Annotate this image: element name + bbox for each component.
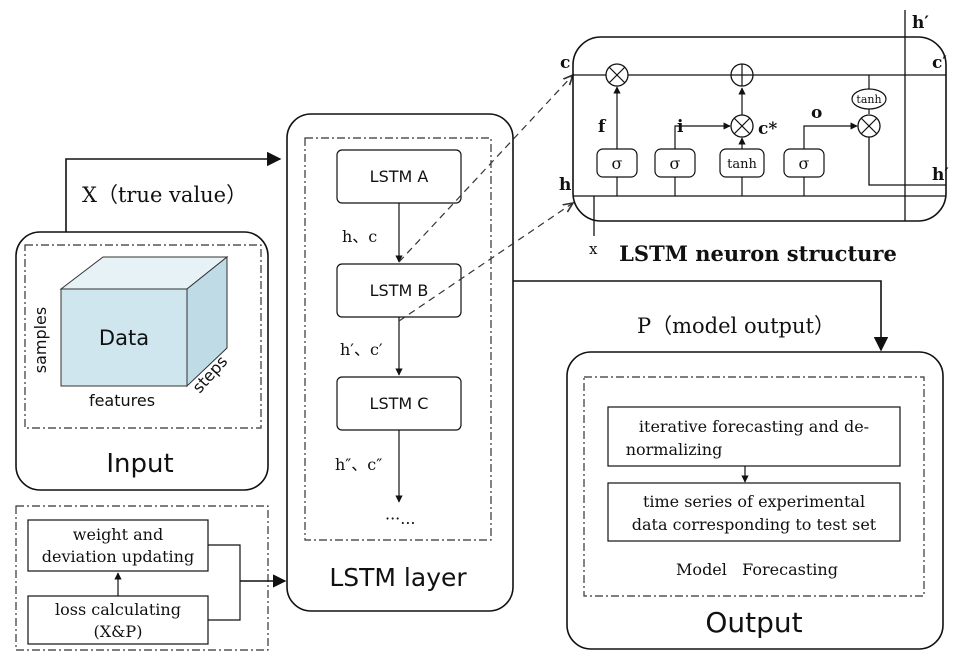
neuron-zoom-lines [398,75,573,322]
lstm-neuron-panel: σ σ tanh σ t [559,10,949,258]
forecast-box-2-line2: data corresponding to test set [632,515,877,534]
tanh-gate-label: tanh [727,157,757,172]
state-label-3: h″、c″ [335,455,382,474]
lstm-cell-c-label: LSTM C [370,394,429,413]
loss-calc-line1: loss calculating [55,600,181,619]
label-c: c [560,53,570,73]
forecast-box-2 [607,482,901,542]
forecast-box-1-line1: iterative forecasting and de- [639,417,869,436]
state-label-1: h、c [342,227,377,246]
weight-update-box [27,519,209,572]
label-f: f [598,117,607,137]
label-o: o [811,103,822,123]
lstm-layer-title: LSTM layer [329,563,467,592]
data-cube [59,255,229,388]
weight-update-line1: weight and [73,525,163,544]
x-true-value-label: X（true value） [82,183,247,207]
training-loop-panel: weight and deviation updating loss calcu… [15,505,287,651]
loss-calc-line2: (X&P) [94,622,143,641]
label-h: h [559,175,571,195]
sigma-f-label: σ [612,154,623,173]
cell-tanh-label: tanh [856,93,881,106]
lstm-ellipsis: ···... [385,509,416,528]
label-i: i [677,117,684,137]
weight-update-line2: deviation updating [42,547,194,566]
lstm-cell-a-label: LSTM A [370,167,429,186]
x-true-value-arrow [65,151,282,232]
axis-samples-label: samples [31,307,50,374]
label-h-out: h′ [932,165,949,185]
input-multiply-node [730,114,754,138]
label-x: x [589,240,598,258]
output-title: Output [705,606,802,639]
lstm-cell-b-label: LSTM B [370,281,429,300]
output-multiply-node [857,114,881,138]
sigma-i-label: σ [670,154,681,173]
input-title: Input [106,449,173,479]
label-h-top: h′ [912,13,929,33]
forecast-box-1 [607,406,901,467]
sigma-o-label: σ [799,154,810,173]
lstm-neuron-title: LSTM neuron structure [619,241,897,266]
input-panel: Data samples features steps Input [15,231,269,491]
forecast-box-1-line2: normalizing [626,440,723,459]
p-model-output-label: P（model output） [637,314,835,338]
cell-add-node [730,63,754,87]
p-model-output-arrow [513,280,889,352]
cube-label: Data [99,326,149,350]
output-panel: iterative forecasting and de- normalizin… [566,351,944,650]
label-c-star: c* [758,119,777,139]
forecast-box-2-line1: time series of experimental [643,492,865,511]
state-label-2: h′、c′ [340,340,383,359]
axis-features-label: features [89,391,155,410]
lstm-layer-panel: LSTM A LSTM B LSTM C h、c h′、c′ h″、c″ ···… [286,113,514,612]
forget-multiply-node [605,63,629,87]
label-c-out: c′ [932,53,947,73]
loss-calc-box [27,595,209,645]
model-forecasting-label: Model Forecasting [676,560,838,579]
